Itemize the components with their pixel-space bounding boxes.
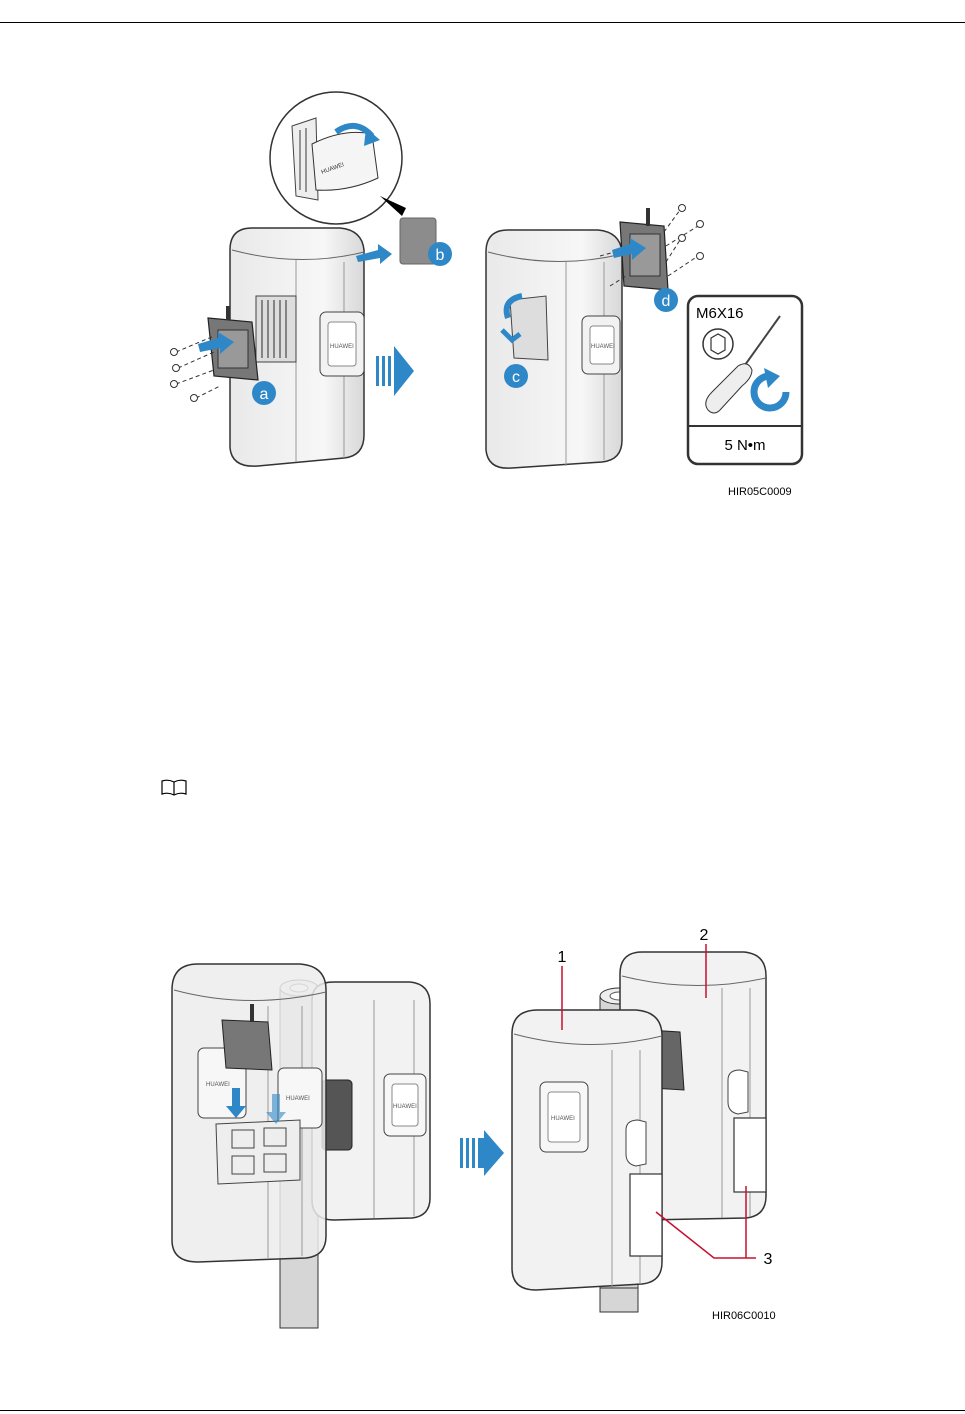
- callout-2-label: 2: [700, 927, 709, 944]
- svg-text:HUAWEI: HUAWEI: [393, 1104, 417, 1110]
- figure-2-id: HIR06C0010: [712, 1310, 776, 1322]
- callout-1-label: 1: [558, 949, 567, 966]
- callout-3-label: 3: [764, 1251, 773, 1268]
- step-arrow-2: [460, 1130, 504, 1176]
- svg-text:HUAWEI: HUAWEI: [551, 1116, 575, 1122]
- svg-text:HUAWEI: HUAWEI: [206, 1082, 230, 1088]
- assembly-left: HUAWEI HUAWEI HUAWEI: [172, 964, 430, 1328]
- svg-text:HUAWEI: HUAWEI: [286, 1096, 310, 1102]
